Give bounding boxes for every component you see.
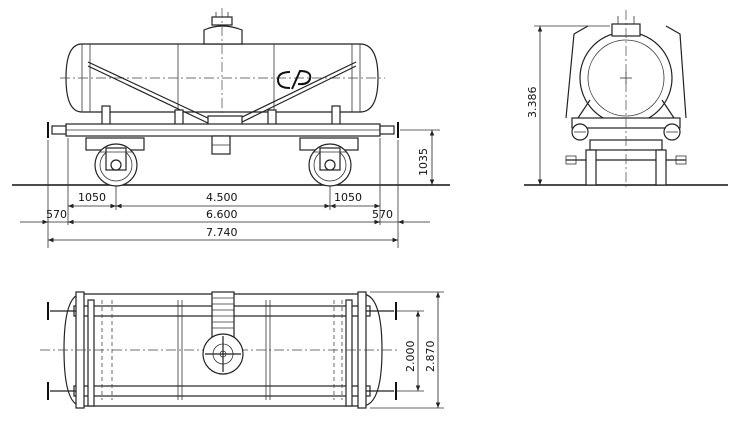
plan-buffers-right <box>366 302 397 400</box>
svg-text:CP: CP <box>0 0 2 1</box>
dim-buffer-left: 570 <box>46 208 67 221</box>
wheelset-right <box>299 137 359 187</box>
side-dimension-extensions <box>47 129 440 248</box>
plan-buffers-left <box>47 302 76 400</box>
dim-buffer-right: 570 <box>372 208 393 221</box>
dim-overall-height: 3.386 <box>526 87 539 119</box>
dome <box>203 8 243 150</box>
dimension-buffer-height: 1035 <box>417 130 435 185</box>
dimension-row-frame: 570 6.600 570 <box>20 208 430 225</box>
plan-sole-bar-bottom <box>73 385 371 397</box>
plan-ladder <box>211 291 235 341</box>
dimension-row-axles: 1050 4.500 1050 <box>68 191 380 209</box>
dimension-row-overall: 7.740 <box>48 226 398 243</box>
side-view: CP <box>0 0 450 248</box>
dim-overall-width: 2.870 <box>424 341 437 373</box>
dim-overall-length: 7.740 <box>206 226 238 239</box>
wheelset-left <box>85 137 145 187</box>
dim-wheelbase: 4.500 <box>206 191 238 204</box>
cp-logo: CP <box>0 0 312 90</box>
dim-axle-overhang-left: 1050 <box>78 191 106 204</box>
tank-barrel <box>60 43 385 113</box>
plan-view: 2.000 2.870 <box>40 291 444 409</box>
dim-frame-length: 6.600 <box>206 208 238 221</box>
end-wheel-right <box>655 149 667 186</box>
end-view: 3.386 <box>524 10 728 190</box>
plan-dome-hatch <box>202 333 244 375</box>
ladder-left <box>565 25 589 119</box>
tank-end-inner <box>587 39 665 117</box>
end-wheel-left <box>585 149 597 186</box>
buffer-right <box>379 122 399 138</box>
dim-gauge-width: 2.000 <box>404 341 417 373</box>
dim-buffer-height: 1035 <box>417 148 430 176</box>
dim-axle-overhang-right: 1050 <box>334 191 362 204</box>
ladder-right <box>665 25 687 119</box>
buffer-left <box>47 122 67 138</box>
